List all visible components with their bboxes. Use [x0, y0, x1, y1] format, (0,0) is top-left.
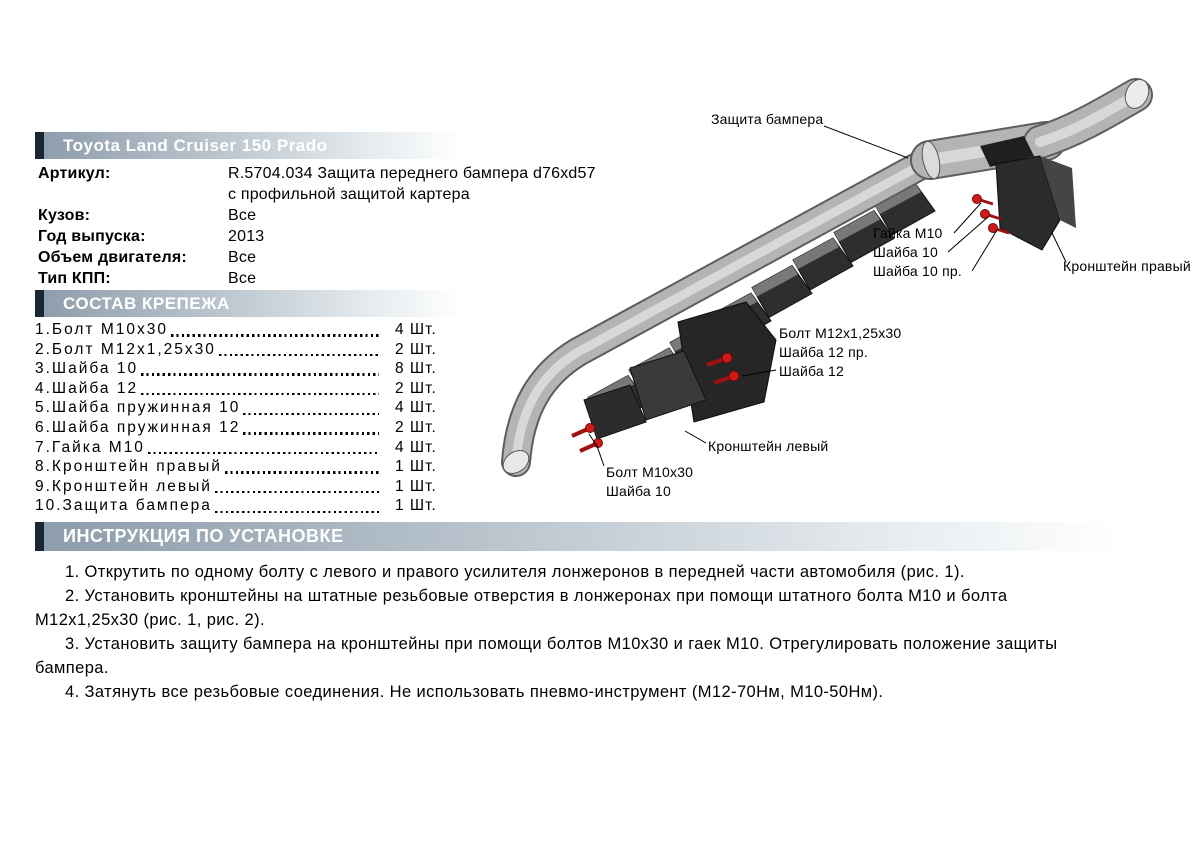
- part-name: 1.Болт М10х30: [35, 321, 168, 338]
- part-name: 9.Кронштейн левый: [35, 477, 212, 495]
- callout-washer-10-spring: Шайба 10 пр.: [873, 263, 962, 279]
- part-name: 6.Шайба пружинная 12: [35, 418, 241, 436]
- spec-row-transmission: Тип КПП: Все: [38, 268, 688, 289]
- spec-label-engine: Объем двигателя:: [38, 249, 187, 266]
- callout-bolt-m12: Болт М12х1,25х30: [779, 325, 902, 341]
- fasteners-heading: СОСТАВ КРЕПЕЖА: [63, 293, 230, 313]
- part-qty: 8 Шт.: [395, 360, 437, 378]
- callout-washer-12-spring: Шайба 12 пр.: [779, 344, 868, 360]
- dotted-leader: [243, 412, 379, 415]
- part-name: 8.Кронштейн правый: [35, 458, 222, 476]
- spec-value-transmission: Все: [228, 270, 257, 287]
- dotted-leader: [170, 334, 379, 337]
- dotted-leader: [141, 392, 379, 396]
- dotted-leader: [214, 490, 379, 494]
- spec-row-artikul: Артикул: R.5704.034 Защита переднего бам…: [38, 163, 688, 205]
- part-row: 10.Защита бампера 1 Шт.: [35, 496, 455, 516]
- diagram-illustration: [501, 78, 1153, 477]
- spec-label-body: Кузов:: [38, 207, 91, 224]
- fasteners-heading-bar: СОСТАВ КРЕПЕЖА: [35, 290, 481, 317]
- part-row: 2.Болт М12х1,25х30 2 Шт.: [35, 340, 455, 360]
- product-title-bar: Toyota Land Cruiser 150 Prado: [35, 132, 481, 159]
- part-name: 3.Шайба 10: [35, 360, 139, 378]
- callout-bracket-left-label: Кронштейн левый: [708, 438, 829, 454]
- dotted-leader: [224, 471, 379, 474]
- tube-end-cap-left: [502, 450, 530, 474]
- spec-label-year: Год выпуска:: [38, 228, 146, 245]
- part-name: 10.Защита бампера: [35, 497, 212, 515]
- spec-value-body: Все: [228, 207, 257, 224]
- dotted-leader: [141, 373, 379, 376]
- part-name: 4.Шайба 12: [35, 379, 139, 397]
- callout-m12-fastener-group: Болт М12х1,25х30 Шайба 12 пр. Шайба 12: [779, 324, 901, 381]
- callout-bracket-right: Кронштейн правый: [1063, 257, 1191, 276]
- parts-list: 1.Болт М10х30 4 Шт. 2.Болт М12х1,25х30 2…: [35, 320, 455, 516]
- product-specs: Артикул: R.5704.034 Защита переднего бам…: [38, 163, 688, 289]
- part-qty: 4 Шт.: [395, 321, 437, 338]
- part-qty: 4 Шт.: [395, 438, 437, 456]
- spec-row-body: Кузов: Все: [38, 205, 688, 226]
- spec-row-engine: Объем двигателя: Все: [38, 247, 688, 268]
- part-row: 9.Кронштейн левый 1 Шт.: [35, 477, 455, 497]
- bumper-guard-diagram: Защита бампера Гайка М10 Шайба 10 Шайба …: [480, 70, 1196, 522]
- instruction-step-4: 4. Затянуть все резьбовые соединения. Не…: [65, 683, 884, 701]
- spec-row-year: Год выпуска: 2013: [38, 226, 688, 247]
- tube-end-cap-right: [1124, 79, 1150, 109]
- bolt-markers: [571, 194, 1010, 453]
- part-row: 8.Кронштейн правый 1 Шт.: [35, 457, 455, 477]
- spec-label-transmission: Тип КПП:: [38, 270, 111, 287]
- part-name: 5.Шайба пружинная 10: [35, 399, 241, 417]
- dotted-leader: [218, 353, 379, 357]
- callout-washer-12: Шайба 12: [779, 363, 844, 379]
- instructions-heading-bar: ИНСТРУКЦИЯ ПО УСТАНОВКЕ: [35, 522, 1165, 551]
- part-qty: 2 Шт.: [395, 379, 437, 397]
- part-row: 1.Болт М10х30 4 Шт.: [35, 320, 455, 340]
- part-qty: 1 Шт.: [395, 497, 437, 515]
- bracket-right-assembly: [980, 136, 1076, 251]
- part-row: 6.Шайба пружинная 12 2 Шт.: [35, 418, 455, 438]
- part-name: 7.Гайка М10: [35, 438, 145, 456]
- dotted-leader: [147, 451, 379, 455]
- callout-bolt-m10: Болт М10х30: [606, 464, 694, 480]
- callout-bumper-guard-label: Защита бампера: [711, 111, 824, 127]
- callout-washer-10: Шайба 10: [873, 244, 938, 260]
- dotted-leader: [214, 510, 379, 513]
- spec-label-artikul: Артикул:: [38, 165, 111, 182]
- callout-bracket-left: Кронштейн левый: [708, 437, 828, 456]
- callout-m10-fastener-group: Болт М10х30 Шайба 10: [606, 463, 693, 501]
- callout-washer-10-bottom: Шайба 10: [606, 483, 671, 499]
- part-qty: 1 Шт.: [395, 458, 437, 476]
- callout-bracket-right-label: Кронштейн правый: [1063, 258, 1191, 274]
- instruction-step-1: 1. Открутить по одному болту с левого и …: [65, 563, 965, 581]
- callout-leader-lines: [588, 125, 1067, 467]
- product-title: Toyota Land Cruiser 150 Prado: [63, 135, 328, 155]
- spec-value-artikul: R.5704.034 Защита переднего бампера d76x…: [228, 165, 596, 203]
- instruction-step-3: 3. Установить защиту бампера на кронштей…: [35, 635, 1058, 677]
- instructions-heading: ИНСТРУКЦИЯ ПО УСТАНОВКЕ: [63, 526, 344, 546]
- part-qty: 1 Шт.: [395, 477, 437, 495]
- callout-bumper-guard: Защита бампера: [711, 110, 823, 129]
- instruction-step-2: 2. Установить кронштейны на штатные резь…: [35, 587, 1008, 629]
- part-row: 4.Шайба 12 2 Шт.: [35, 379, 455, 399]
- crossbar-cap: [921, 140, 941, 180]
- part-qty: 2 Шт.: [395, 418, 437, 436]
- callout-right-fastener-group: Гайка М10 Шайба 10 Шайба 10 пр.: [873, 224, 962, 281]
- part-row: 5.Шайба пружинная 10 4 Шт.: [35, 398, 455, 418]
- spec-value-year: 2013: [228, 228, 265, 245]
- callout-nut-m10: Гайка М10: [873, 225, 943, 241]
- part-qty: 4 Шт.: [395, 399, 437, 417]
- part-row: 7.Гайка М10 4 Шт.: [35, 438, 455, 458]
- part-name: 2.Болт М12х1,25х30: [35, 340, 216, 358]
- spec-value-engine: Все: [228, 249, 257, 266]
- instructions-steps: 1. Открутить по одному болту с левого и …: [35, 560, 1090, 704]
- dotted-leader: [243, 432, 379, 435]
- part-row: 3.Шайба 10 8 Шт.: [35, 359, 455, 379]
- part-qty: 2 Шт.: [395, 340, 437, 358]
